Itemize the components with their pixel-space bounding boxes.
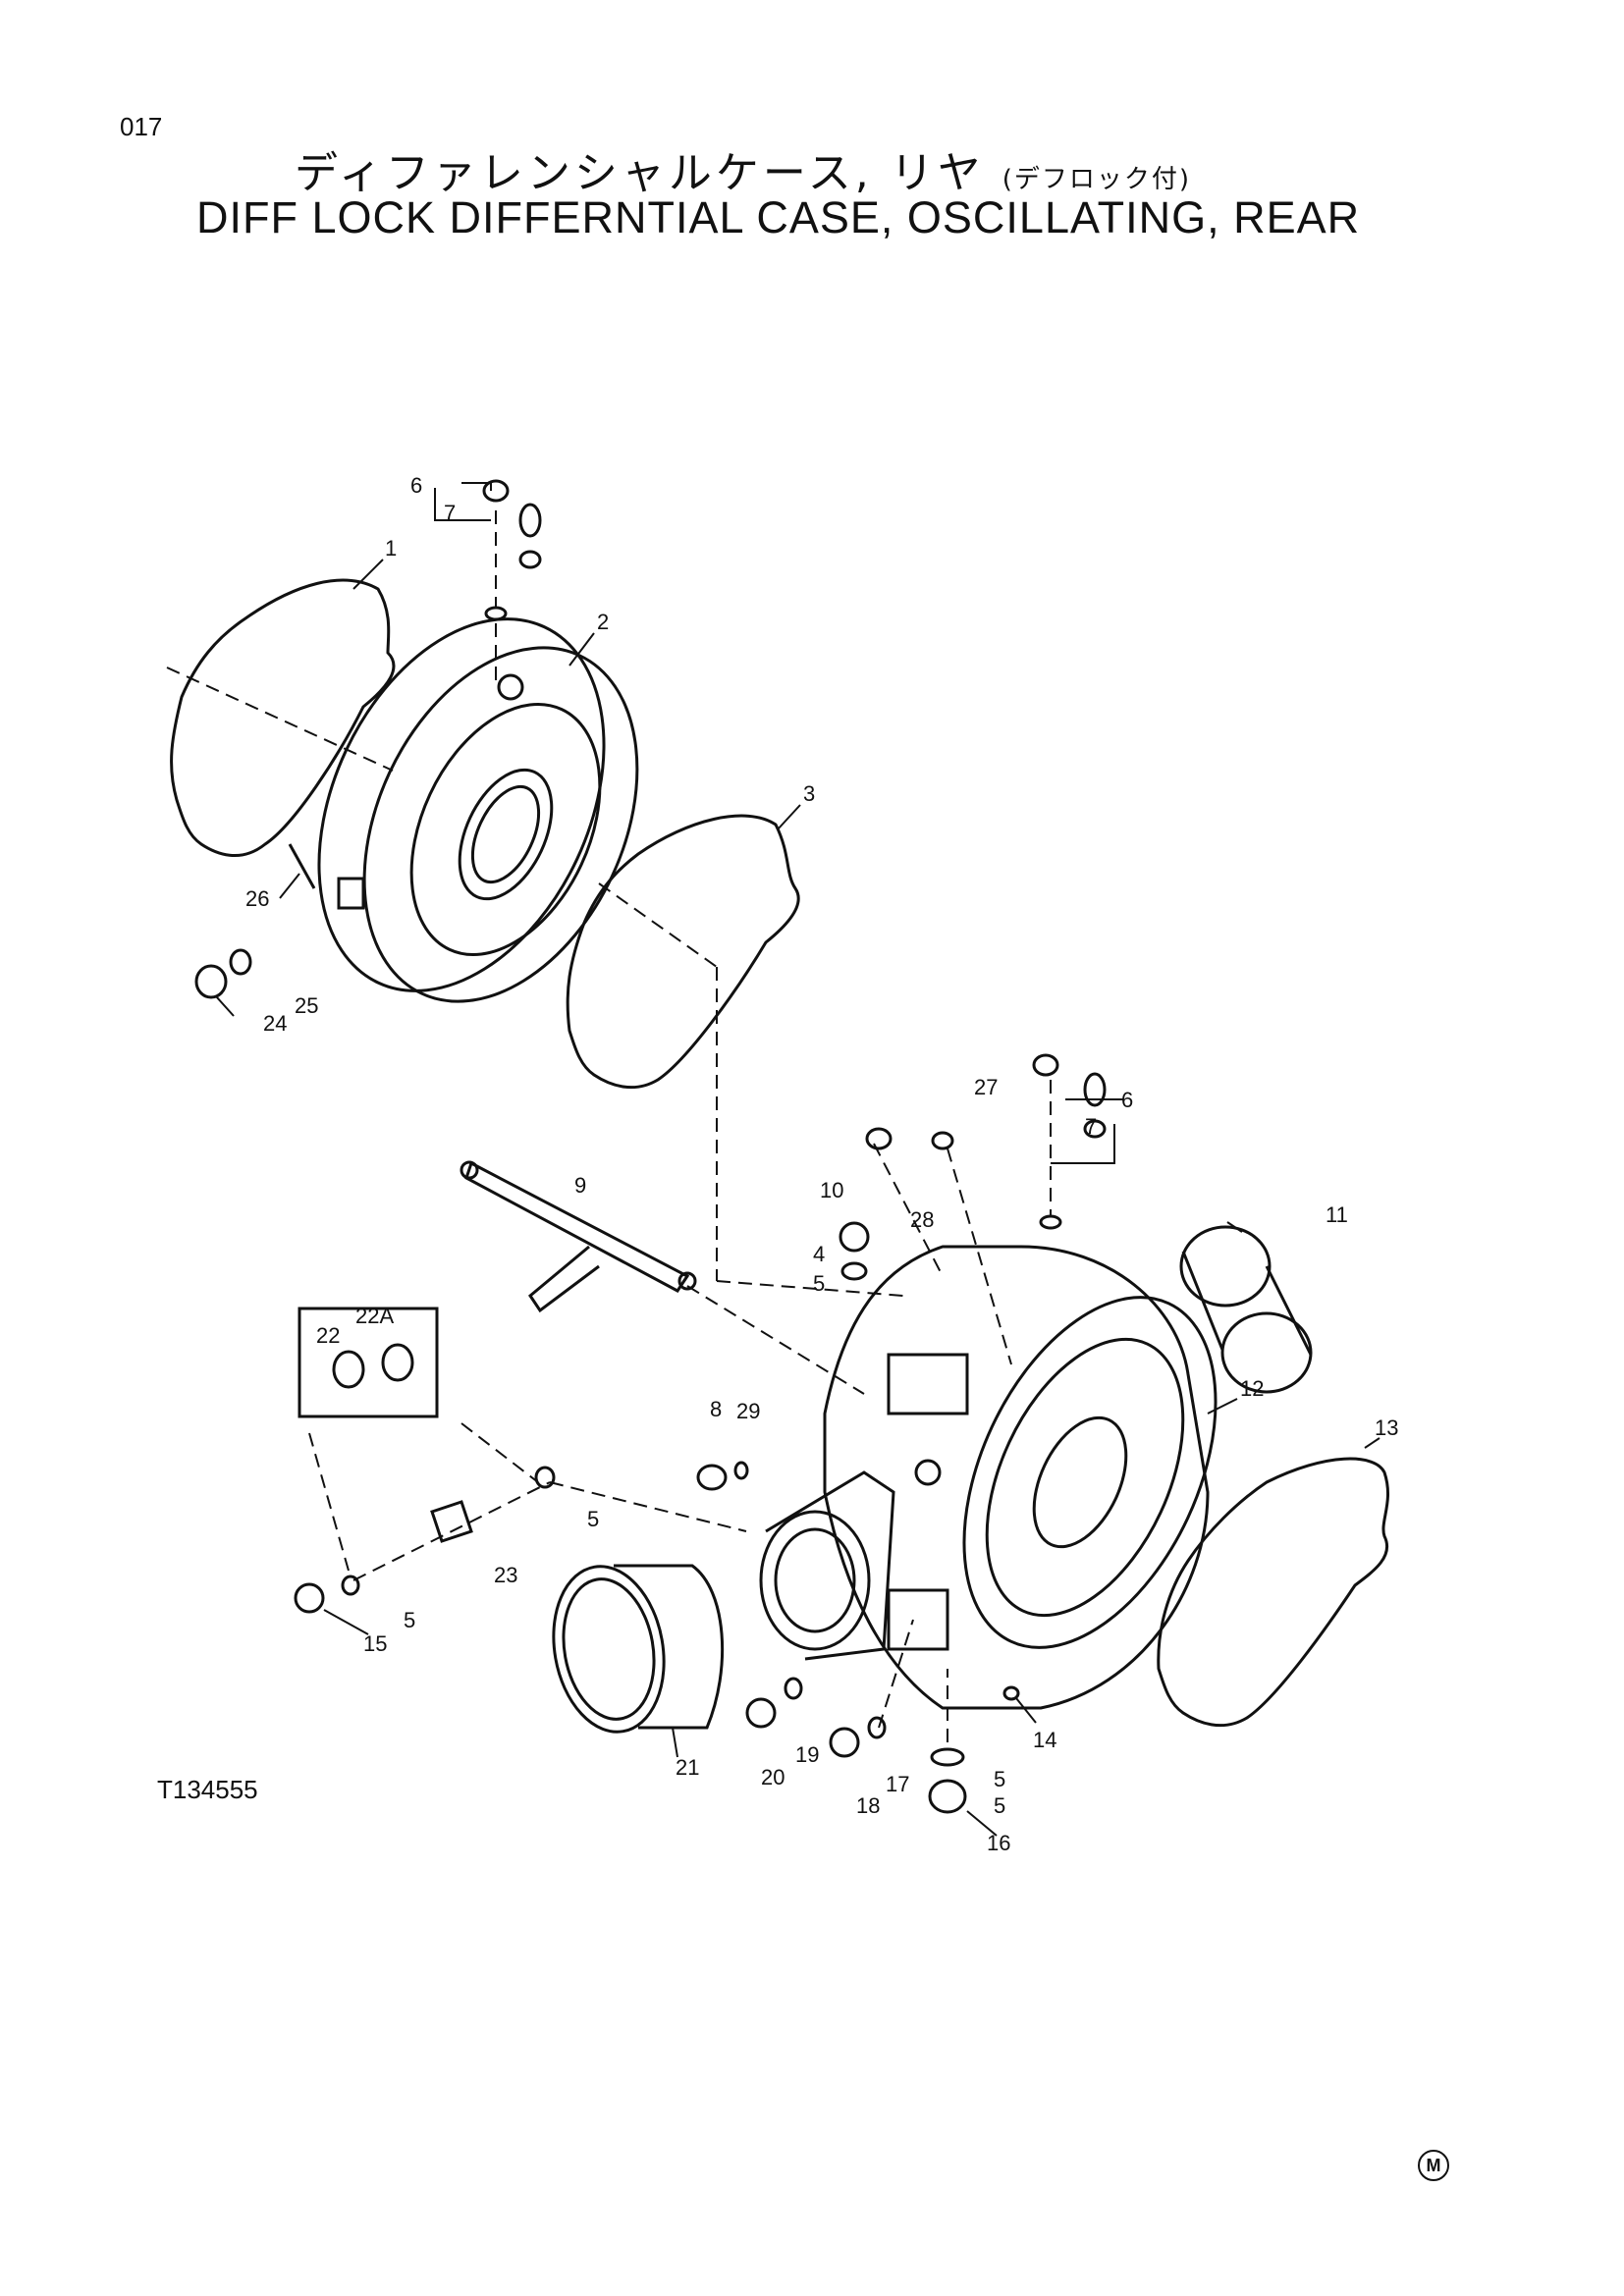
gasket-3 bbox=[566, 814, 800, 1090]
inset-box-22 bbox=[298, 1307, 439, 1418]
figure-code: T134555 bbox=[157, 1775, 258, 1804]
callout-6-a: 6 bbox=[410, 473, 422, 498]
callout-5-c: 5 bbox=[404, 1608, 415, 1632]
callout-15: 15 bbox=[363, 1631, 387, 1656]
callout-22: 22 bbox=[316, 1323, 340, 1348]
callout-26: 26 bbox=[245, 886, 269, 911]
callout-28: 28 bbox=[910, 1207, 934, 1232]
callout-23: 23 bbox=[494, 1563, 517, 1587]
callout-7-b: 7 bbox=[1085, 1114, 1097, 1139]
callout-25: 25 bbox=[295, 993, 318, 1018]
callout-3: 3 bbox=[803, 781, 815, 806]
callout-8: 8 bbox=[710, 1397, 722, 1421]
callout-labels: 1 2 3 4 5 5 5 5 5 6 6 7 7 8 9 10 11 12 1… bbox=[245, 473, 1398, 1855]
assembly-lines bbox=[166, 510, 1052, 1742]
ring-11 bbox=[1179, 1225, 1313, 1394]
callout-11: 11 bbox=[1326, 1202, 1348, 1227]
callout-6-b: 6 bbox=[1121, 1088, 1133, 1112]
cover-2 bbox=[317, 617, 639, 1003]
page-number: 017 bbox=[120, 112, 163, 141]
callout-24: 24 bbox=[263, 1011, 287, 1036]
callout-7-a: 7 bbox=[444, 501, 456, 525]
callout-19: 19 bbox=[795, 1742, 819, 1767]
callout-5-d: 5 bbox=[994, 1767, 1005, 1791]
callout-21: 21 bbox=[676, 1755, 699, 1780]
callout-20: 20 bbox=[761, 1765, 785, 1789]
bracket-6-7-right bbox=[1051, 1098, 1124, 1164]
callout-18: 18 bbox=[856, 1793, 880, 1818]
callout-12: 12 bbox=[1240, 1376, 1264, 1401]
leader-lines bbox=[215, 559, 1380, 1837]
callout-10: 10 bbox=[820, 1178, 843, 1202]
callout-9: 9 bbox=[574, 1173, 586, 1198]
title-japanese-main: ディファレンシャルケース, リヤ bbox=[295, 148, 985, 198]
callout-16: 16 bbox=[987, 1831, 1010, 1855]
callout-4: 4 bbox=[813, 1242, 825, 1266]
callout-17: 17 bbox=[886, 1772, 909, 1796]
bracket-6-7-top bbox=[434, 482, 492, 521]
title-japanese: ディファレンシャルケース, リヤ (デフロック付) bbox=[295, 137, 1191, 200]
housing-12 bbox=[759, 1245, 1218, 1710]
pipe-9 bbox=[460, 1160, 697, 1313]
callout-22a: 22A bbox=[355, 1304, 394, 1328]
title-english: DIFF LOCK DIFFERNTIAL CASE, OSCILLATING,… bbox=[196, 192, 1361, 242]
callout-5-e: 5 bbox=[994, 1793, 1005, 1818]
callout-5-b: 5 bbox=[587, 1507, 599, 1531]
gasket-13 bbox=[1157, 1457, 1389, 1728]
title-japanese-note: (デフロック付) bbox=[1001, 165, 1191, 194]
corner-mark-badge: M bbox=[1418, 2150, 1449, 2181]
callout-1: 1 bbox=[385, 536, 397, 561]
callout-14: 14 bbox=[1033, 1728, 1056, 1752]
callout-13: 13 bbox=[1375, 1415, 1398, 1440]
small-parts bbox=[194, 479, 1107, 1814]
callout-2: 2 bbox=[597, 610, 609, 634]
callout-5-a: 5 bbox=[813, 1271, 825, 1296]
gasket-1 bbox=[170, 578, 396, 858]
callout-27: 27 bbox=[974, 1075, 998, 1099]
callout-29: 29 bbox=[736, 1399, 760, 1423]
ring-21 bbox=[552, 1564, 725, 1734]
